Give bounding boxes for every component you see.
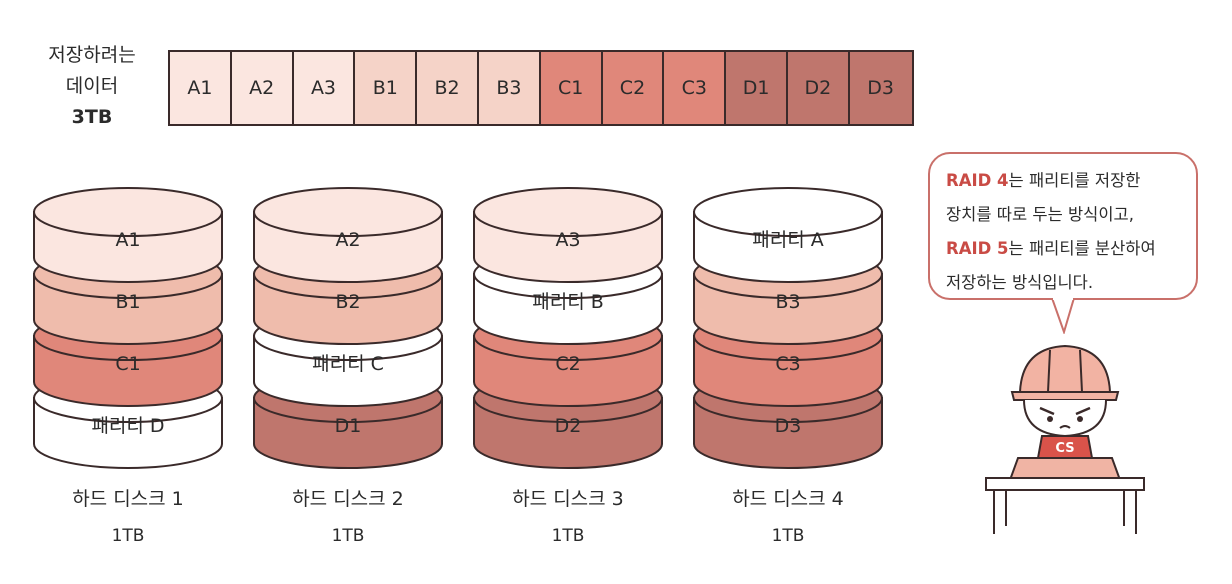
hard-disk-2: D1 패리티 C B2 A2 하드 디스크 2 1TB [253,187,443,546]
data-block-a3: A3 [293,52,356,124]
disk-2-layer-3-label: 패리티 C [312,353,384,375]
disk-2-layer-4-label: D1 [335,415,362,437]
face-icon [1023,399,1107,438]
data-block-d1: D1 [726,52,788,124]
hard-disk-1: 패리티 D C1 B1 A1 하드 디스크 1 1TB [33,187,223,546]
cs-badge: CS [1055,441,1074,456]
data-block-c1: C1 [540,52,603,124]
disk-1-layer-1-label: A1 [115,229,140,251]
disk-3-name: 하드 디스크 3 [512,488,624,510]
hard-hat-icon [1010,344,1120,401]
data-block-c3: C3 [664,52,727,124]
disk-1-layer-2-label: B1 [115,291,140,313]
bubble-text: RAID 4는 패리티를 저장한 장치를 따로 두는 방식이고, RAID 5는… [946,164,1156,300]
bubble-line-4: 저장하는 방식입니다. [946,273,1094,292]
disk-1-layer-1: A1 [33,187,223,283]
disk-3-layer-1: A3 [473,187,663,283]
raid4-highlight: RAID 4 [946,171,1009,190]
label-line-1: 저장하려는 [48,44,136,66]
disk-2-layer-1: A2 [253,187,443,283]
speech-bubble: RAID 4는 패리티를 저장한 장치를 따로 두는 방식이고, RAID 5는… [928,152,1198,300]
disk-2-layer-1-label: A2 [335,229,360,251]
bubble-tail [1051,298,1075,334]
disk-2-size: 1TB [332,526,365,546]
disk-1-layer-3-label: C1 [115,353,140,375]
data-block-c2: C2 [602,52,665,124]
bubble-line-1: RAID 4는 패리티를 저장한 [946,164,1156,198]
disk-3-size: 1TB [552,526,585,546]
disk-3-layer-4-label: D2 [555,415,582,437]
disk-4-layer-2-label: B3 [775,291,800,313]
data-block-b1: B1 [355,52,418,124]
data-size-label: 저장하려는 데이터 3TB [22,40,162,133]
disk-2-layer-2-label: B2 [335,291,360,313]
data-block-a1: A1 [170,52,232,124]
data-block-d3: D3 [849,52,912,124]
hard-disk-4: D3 C3 B3 패리티 A 하드 디스크 4 1TB [693,187,883,546]
disk-4-name: 하드 디스크 4 [732,488,844,510]
disk-4-layer-1: 패리티 A [693,187,883,283]
disk-3-layer-2-label: 패리티 B [532,291,604,313]
data-block-a2: A2 [231,52,294,124]
disk-1-name: 하드 디스크 1 [72,488,184,510]
bubble-line-1-rest: 는 패리티를 저장한 [1008,171,1141,190]
disk-2-name: 하드 디스크 2 [292,488,404,510]
raid5-highlight: RAID 5 [946,239,1009,258]
bubble-line-2: 장치를 따로 두는 방식이고, [946,205,1134,224]
blueprint-icon [1008,457,1122,481]
label-line-2: 데이터 [65,75,119,97]
data-block-b3: B3 [478,52,541,124]
disk-3-layer-3-label: C2 [555,353,580,375]
label-line-3: 3TB [71,106,113,128]
bubble-line-3: RAID 5는 패리티를 분산하여 [946,232,1156,266]
disk-3-layer-1-label: A3 [555,229,580,251]
bubble-line-3-rest: 는 패리티를 분산하여 [1008,239,1156,258]
disk-1-layer-4-label: 패리티 D [91,415,164,437]
disk-4-layer-1-label: 패리티 A [752,229,823,251]
disk-4-layer-4-label: D3 [775,415,802,437]
worker-character: CS [985,344,1145,534]
disk-1-size: 1TB [112,526,145,546]
data-block-b2: B2 [417,52,479,124]
desk-icon [985,477,1145,534]
disk-4-layer-3-label: C3 [775,353,800,375]
hard-disk-3: D2 C2 패리티 B A3 하드 디스크 3 1TB [473,187,663,546]
data-block-d2: D2 [787,52,850,124]
disk-4-size: 1TB [772,526,805,546]
